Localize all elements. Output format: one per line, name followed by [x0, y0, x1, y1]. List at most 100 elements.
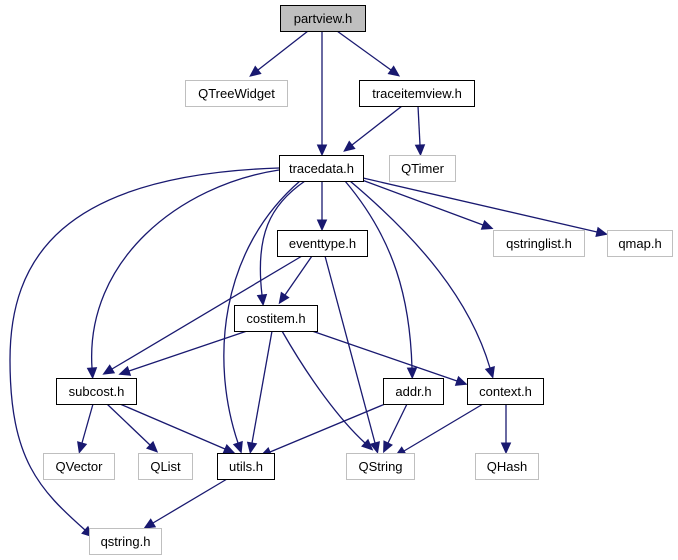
- edge-partview-to-tracedata: [316, 31, 328, 157]
- edge-tracedata-to-utils: [223, 180, 301, 454]
- node-label: tracedata.h: [289, 161, 354, 176]
- edge-line: [81, 403, 94, 444]
- node-context[interactable]: context.h: [467, 378, 544, 405]
- edge-line: [351, 105, 403, 146]
- node-box: [217, 453, 275, 480]
- node-label: QTreeWidget: [198, 86, 275, 101]
- edge-line: [152, 478, 228, 524]
- arrowhead-icon: [278, 291, 290, 305]
- node-qstring-h: qstring.h: [89, 528, 162, 555]
- node-box: [475, 453, 539, 480]
- edge-partview-to-qtreewidget: [249, 30, 309, 77]
- arrowhead-icon: [143, 518, 157, 529]
- node-qvector: QVector: [43, 453, 115, 480]
- node-label: QVector: [56, 459, 104, 474]
- edge-costitem-to-context: [311, 330, 468, 386]
- arrowhead-icon: [77, 441, 88, 454]
- edge-line: [387, 403, 408, 444]
- node-qhash: QHash: [475, 453, 539, 480]
- edge-tracedata-to-costitem: [256, 180, 306, 307]
- arrowhead-icon: [222, 443, 236, 454]
- node-label: QString: [358, 459, 402, 474]
- node-utils[interactable]: utils.h: [217, 453, 275, 480]
- edge-tracedata-to-subcost: [86, 169, 280, 380]
- edge-line: [361, 179, 484, 226]
- edge-costitem-to-qstring: [281, 330, 374, 451]
- edges-layer: [9, 30, 608, 538]
- arrowhead-icon: [316, 219, 328, 232]
- arrowhead-icon: [118, 365, 132, 376]
- edge-context-to-qstring: [394, 403, 484, 457]
- node-label: qmap.h: [618, 236, 661, 251]
- edge-line: [403, 403, 484, 452]
- edge-traceitemview-to-tracedata: [343, 105, 403, 152]
- node-label: partview.h: [294, 11, 353, 26]
- edge-traceitemview-to-qtimer: [414, 105, 426, 157]
- node-qtimer: QTimer: [389, 155, 456, 182]
- node-box: [56, 378, 137, 405]
- node-box: [280, 5, 366, 32]
- node-label: eventtype.h: [289, 236, 356, 251]
- edge-tracedata-to-context: [349, 180, 495, 379]
- node-box: [43, 453, 115, 480]
- edge-line: [91, 169, 280, 369]
- node-box: [279, 155, 364, 182]
- node-box: [277, 230, 368, 257]
- arrowhead-icon: [387, 65, 401, 77]
- arrowhead-icon: [249, 65, 262, 77]
- edge-tracedata-to-addr: [344, 180, 418, 380]
- arrowhead-icon: [383, 440, 393, 454]
- node-subcost[interactable]: subcost.h: [56, 378, 137, 405]
- node-label: addr.h: [395, 384, 431, 399]
- node-qtreewidget: QTreeWidget: [185, 80, 288, 107]
- node-partview[interactable]: partview.h: [280, 5, 366, 32]
- node-label: QHash: [487, 459, 527, 474]
- node-tracedata[interactable]: tracedata.h: [279, 155, 364, 182]
- node-label: traceitemview.h: [372, 86, 462, 101]
- edge-costitem-to-utils: [246, 330, 273, 455]
- edge-eventtype-to-subcost: [102, 255, 303, 375]
- edge-tracedata-to-qmap: [362, 177, 608, 238]
- edge-line: [269, 403, 386, 453]
- edge-costitem-to-subcost: [118, 330, 248, 376]
- node-box: [234, 305, 318, 332]
- edge-line: [259, 180, 306, 296]
- edge-tracedata-to-qstringlist: [361, 179, 494, 230]
- node-box: [185, 80, 288, 107]
- edge-subcost-to-utils: [119, 403, 236, 454]
- arrowhead-icon: [102, 364, 116, 375]
- arrowhead-icon: [316, 144, 328, 157]
- edge-eventtype-to-costitem: [278, 255, 313, 305]
- arrowhead-icon: [480, 219, 494, 230]
- node-box: [359, 80, 475, 107]
- arrowhead-icon: [406, 367, 418, 380]
- edge-line: [111, 255, 303, 370]
- arrowhead-icon: [145, 440, 159, 453]
- node-traceitemview[interactable]: traceitemview.h: [359, 80, 475, 107]
- arrowhead-icon: [256, 293, 268, 307]
- arrowhead-icon: [484, 366, 495, 379]
- arrowhead-icon: [595, 226, 608, 238]
- node-qlist: QList: [138, 453, 193, 480]
- arrowhead-icon: [414, 144, 426, 157]
- edge-line: [362, 177, 598, 233]
- node-label: costitem.h: [246, 311, 305, 326]
- edge-tracedata-to-eventtype: [316, 181, 328, 232]
- edge-line: [9, 167, 280, 531]
- arrowhead-icon: [361, 438, 374, 451]
- edge-line: [223, 180, 301, 444]
- node-addr[interactable]: addr.h: [383, 378, 444, 405]
- edge-addr-to-utils: [259, 403, 386, 457]
- arrowhead-icon: [454, 375, 468, 386]
- node-box: [607, 230, 673, 257]
- arrowhead-icon: [232, 440, 243, 454]
- edge-line: [257, 30, 309, 71]
- node-label: QTimer: [401, 161, 445, 176]
- node-eventtype[interactable]: eventtype.h: [277, 230, 368, 257]
- node-costitem[interactable]: costitem.h: [234, 305, 318, 332]
- arrowhead-icon: [500, 442, 512, 455]
- edge-line: [106, 403, 151, 446]
- node-box: [467, 378, 544, 405]
- node-box: [383, 378, 444, 405]
